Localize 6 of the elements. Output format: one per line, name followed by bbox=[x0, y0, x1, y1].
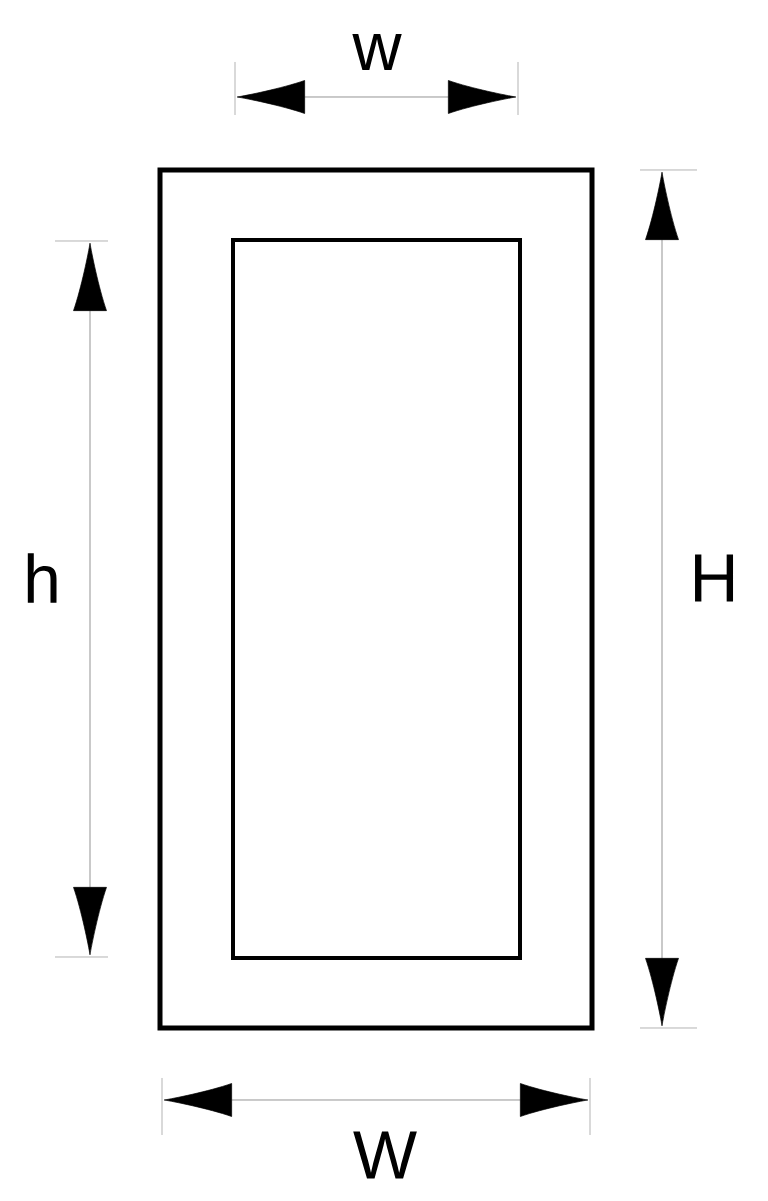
dimension-label: H bbox=[695, 554, 733, 602]
dimension-label: w bbox=[352, 34, 402, 70]
dimension-label: W bbox=[353, 1131, 417, 1179]
dimension-label: h bbox=[27, 553, 57, 603]
rectangle-outline bbox=[157, 167, 595, 1031]
rectangle-outline bbox=[231, 238, 522, 960]
